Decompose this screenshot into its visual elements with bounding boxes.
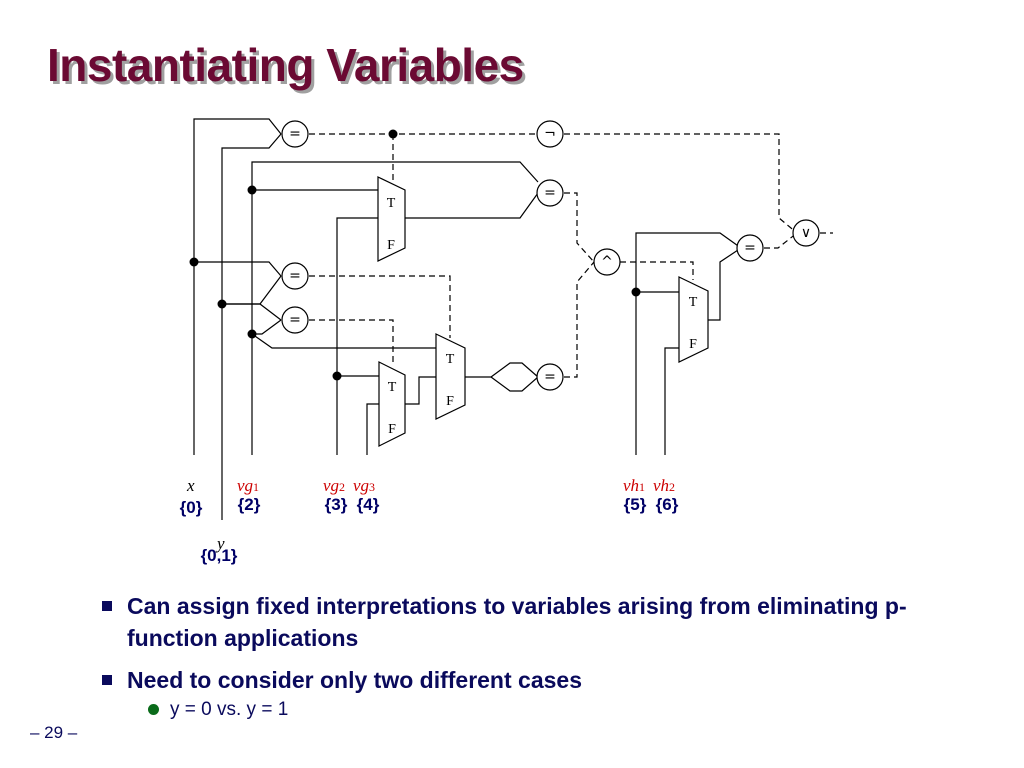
bullet-text: Can assign fixed interpretations to vari…: [127, 593, 907, 651]
op-not: ¬: [536, 120, 564, 148]
op-and: ^: [593, 248, 621, 276]
solid-wires: [193, 118, 742, 520]
svg-text:=: =: [289, 312, 301, 328]
mux-g2: T F: [435, 333, 466, 420]
op-eq-x-y: =: [281, 262, 309, 290]
slide-title: Instantiating Variables: [47, 39, 524, 91]
svg-text:=: =: [289, 126, 301, 142]
var-label-vh1: vh1: [623, 476, 645, 495]
bullet-item: Can assign fixed interpretations to vari…: [100, 590, 980, 654]
set-vg1: {2}: [238, 495, 261, 514]
mux-g1: T F: [377, 176, 406, 262]
op-or: ∨: [792, 219, 820, 247]
svg-text:T: T: [446, 352, 455, 367]
op-eq-upper: =: [536, 179, 564, 207]
square-bullet-icon: [102, 675, 112, 685]
circle-bullet-icon: [148, 704, 159, 715]
svg-text:∨: ∨: [801, 225, 811, 241]
var-label-y: y: [215, 534, 225, 553]
svg-text:F: F: [446, 394, 454, 409]
op-eq-lower: =: [536, 363, 564, 391]
var-label-vh2: vh2: [653, 476, 675, 495]
set-y: {0,1}: [201, 546, 238, 565]
op-eq-xy: =: [281, 120, 309, 148]
op-eq-h: =: [736, 234, 764, 262]
mux-h: T F: [678, 276, 709, 363]
var-label-vg1: vg1: [237, 476, 259, 495]
page-number: – 29 –: [30, 723, 78, 742]
svg-text:¬: ¬: [544, 126, 556, 142]
svg-text:^: ^: [601, 254, 613, 270]
svg-text:T: T: [388, 380, 397, 395]
set-vh1: {5}: [624, 495, 647, 514]
var-label-x: x: [186, 476, 195, 495]
set-vg2: {3}: [325, 495, 348, 514]
sub-bullet-item: y = 0 vs. y = 1: [148, 698, 980, 722]
set-x: {0}: [180, 498, 203, 517]
set-vg3: {4}: [357, 495, 380, 514]
svg-text:F: F: [387, 238, 395, 253]
svg-text:F: F: [689, 337, 697, 352]
junction-dots: [189, 129, 641, 381]
svg-text:=: =: [289, 268, 301, 284]
set-vh2: {6}: [656, 495, 679, 514]
svg-text:=: =: [744, 240, 756, 256]
svg-text:=: =: [544, 185, 556, 201]
svg-text:T: T: [689, 295, 698, 310]
var-label-vg3: vg3: [353, 476, 375, 495]
square-bullet-icon: [102, 601, 112, 611]
bullet-list: Can assign fixed interpretations to vari…: [100, 590, 980, 722]
mux-g3: T F: [378, 361, 406, 447]
svg-text:T: T: [387, 196, 396, 211]
svg-text:=: =: [544, 369, 556, 385]
svg-text:F: F: [388, 422, 396, 437]
var-label-vg2: vg2: [323, 476, 345, 495]
op-eq-y-vg1: =: [281, 306, 309, 334]
sub-bullet-text: y = 0 vs. y = 1: [170, 699, 289, 720]
bullet-text: Need to consider only two different case…: [127, 667, 582, 693]
dashed-wires: [309, 133, 833, 378]
bullet-item: Need to consider only two different case…: [100, 664, 980, 696]
